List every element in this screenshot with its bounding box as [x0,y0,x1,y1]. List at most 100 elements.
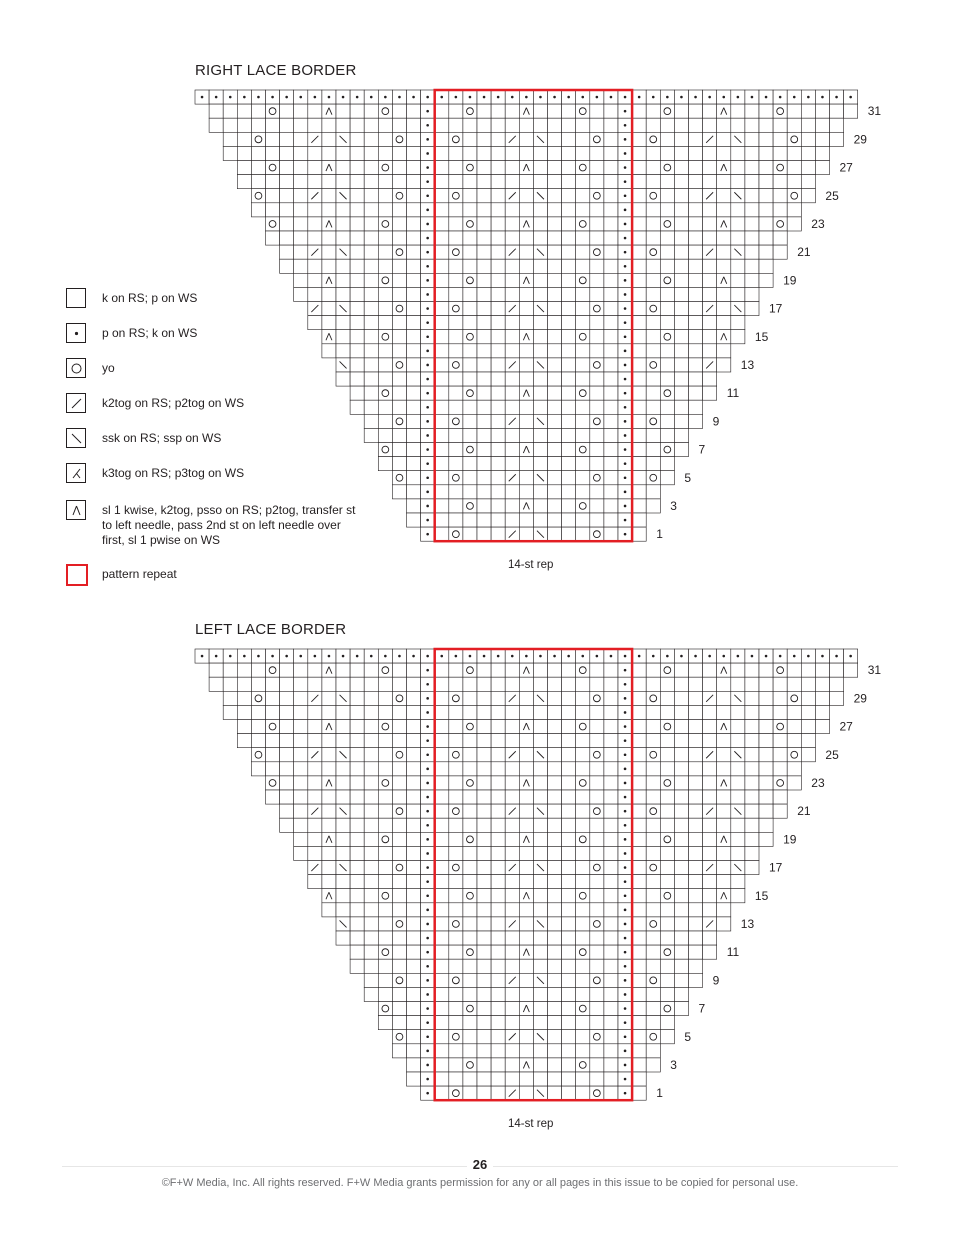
chart-cell [490,174,506,189]
chart-cell [561,315,576,331]
chart-cell [335,202,351,218]
chart-ssk-mark [536,807,545,815]
chart-cell [674,146,689,161]
chart-purl-dot [426,152,429,155]
chart-cell [377,761,393,777]
chart-cell [392,789,407,805]
chart-cell [772,202,788,218]
chart-cell [561,357,576,373]
chart-cell [547,329,562,345]
chart-yo-circle [592,417,601,426]
chart-cell [674,761,689,777]
chart-cell [561,399,576,415]
chart-cell [645,131,661,147]
chart-cell [518,428,534,443]
chart-cell [645,343,661,359]
chart-cell [815,131,830,147]
chart-cell [448,442,464,457]
chart-cell [237,690,252,706]
chart-cell [406,944,421,960]
chart-cell [349,944,365,960]
chart-cell [462,117,478,133]
chart-cell [377,117,393,133]
chart-cell [392,846,407,861]
chart-cell [674,803,689,819]
chart-yo-circle [466,332,474,341]
chart-cell [589,874,605,890]
chart-cell [321,258,337,274]
chart-purl-dot [327,654,331,658]
chart-cell [518,775,534,791]
chart-sk2p-mark [325,666,330,674]
chart-cell [547,273,562,288]
chart-cell [504,1001,520,1016]
chart-cell [504,958,520,974]
chart-purl-dot [637,95,641,99]
chart-purl-dot [426,166,429,169]
chart-cell [688,888,703,904]
chart-cell [377,188,393,204]
chart-cell [645,456,661,472]
chart-cell [716,258,732,274]
chart-cell [547,775,562,791]
chart-cell [307,662,323,678]
chart-cell [589,987,605,1002]
chart-cell [504,160,520,175]
chart-cell [645,357,661,373]
chart-cell [575,832,591,847]
chart-cell [222,676,238,692]
chart-cell [462,343,478,359]
chart-cell [645,803,661,819]
chart-cell [363,244,379,260]
chart-purl-dot [623,138,627,141]
chart-cell [476,188,492,204]
chart-purl-dot [496,654,500,658]
chart-cell [603,1029,619,1045]
chart-cell [575,131,591,147]
chart-cell [476,817,492,833]
chart-cell [335,705,351,720]
chart-cell [349,258,365,274]
chart-purl-dot [792,95,796,99]
chart-cell [631,526,647,542]
chart-cell [462,902,478,918]
chart-cell [462,860,478,875]
chart-cell [631,385,647,401]
chart-k2tog-mark [705,863,714,872]
chart-sk2p-mark [525,333,530,341]
chart-yo-circle [466,1004,474,1013]
chart-ssk-mark [536,304,545,313]
chart-cell [518,789,534,805]
chart-cell [603,860,619,875]
chart-cell [589,1043,605,1059]
chart-cell [674,103,689,119]
chart-cell [603,803,619,819]
row-number: 1 [656,527,663,541]
chart-cell [307,846,323,861]
chart-cell [603,817,619,833]
chart-cell [744,846,760,861]
chart-cell [829,676,844,692]
chart-cell [603,357,619,373]
chart-cell [406,705,421,720]
chart-cell [476,690,492,706]
chart-cell [504,287,520,302]
chart-cell [645,470,661,486]
chart-cell [730,888,746,904]
chart-cell [377,987,393,1002]
chart-cell [631,216,647,232]
chart-purl-dot [623,95,627,99]
chart-purl-dot [623,668,627,672]
chart-cell [800,131,816,147]
chart-cell [349,273,365,288]
chart-purl-dot [623,753,627,757]
chart-cell [575,512,591,528]
chart-purl-dot [384,95,387,99]
chart-cell [377,202,393,218]
chart-cell [392,131,407,147]
chart-yo-circle [268,107,277,116]
chart-cell [674,690,689,706]
chart-ssk-mark [339,248,347,256]
chart-cell [363,329,379,345]
chart-cell [716,832,732,847]
